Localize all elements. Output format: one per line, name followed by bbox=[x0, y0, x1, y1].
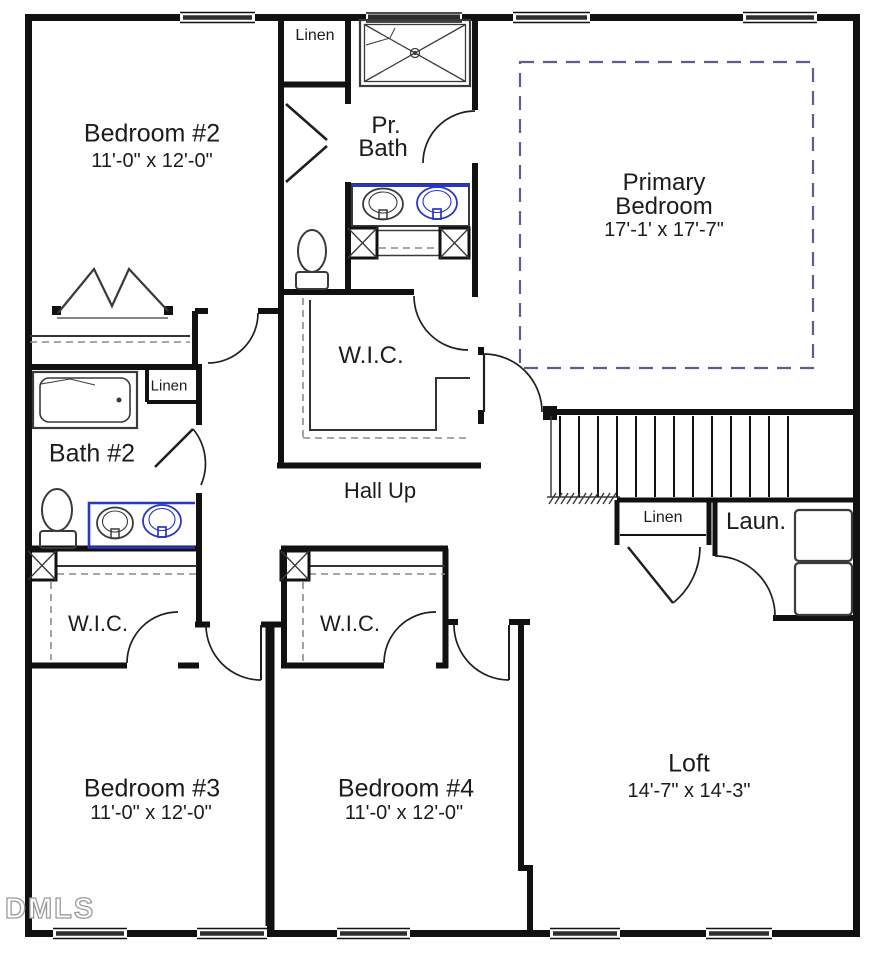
bath2-vanity bbox=[87, 501, 195, 549]
primary-bedroom-tray-outline bbox=[518, 60, 815, 370]
room-label-loft: Loft bbox=[668, 749, 710, 778]
sink-right bbox=[416, 186, 458, 220]
dmls-watermark: DMLS bbox=[4, 892, 96, 925]
room-label-bedroom4: Bedroom #4 bbox=[337, 774, 475, 803]
room-label-bedroom2: Bedroom #2 bbox=[83, 119, 221, 148]
room-label-hall-up: Hall Up bbox=[343, 478, 417, 503]
window-bottom-bedroom3-1 bbox=[53, 926, 127, 941]
bathtub bbox=[31, 370, 139, 430]
door-jambs bbox=[52, 306, 557, 420]
room-dims-loft: 14'-7" x 14'-3" bbox=[627, 780, 751, 802]
wic-primary-shelving bbox=[302, 298, 470, 439]
shower bbox=[358, 18, 472, 88]
wic-middle-shelving bbox=[279, 549, 445, 662]
room-dims-bedroom2: 11'-0" x 12'-0" bbox=[91, 150, 213, 172]
room-label-laundry: Laun. bbox=[725, 508, 787, 535]
room-label-wic-middle: W.I.C. bbox=[320, 611, 380, 636]
window-top-bedroom2 bbox=[180, 10, 255, 25]
window-top-primary-1 bbox=[513, 10, 590, 25]
window-bottom-loft-1 bbox=[550, 926, 620, 941]
closet-label-linen-top: Linen bbox=[295, 27, 335, 44]
room-label-primary-line2: Bedroom bbox=[615, 193, 713, 220]
windows bbox=[53, 10, 817, 941]
bedroom2-closet bbox=[30, 266, 190, 343]
primary-vanity bbox=[351, 183, 470, 227]
window-bottom-bedroom4 bbox=[337, 926, 410, 941]
window-top-shower bbox=[366, 11, 462, 24]
doors bbox=[126, 103, 776, 681]
window-bottom-loft-2 bbox=[706, 926, 772, 941]
room-label-bath2: Bath #2 bbox=[48, 439, 136, 468]
room-dims-bedroom3: 11'-0" x 12'-0" bbox=[90, 802, 212, 824]
primary-bath-cabinets bbox=[346, 226, 471, 260]
room-label-bedroom3: Bedroom #3 bbox=[83, 774, 221, 803]
sink-right bbox=[142, 504, 182, 538]
room-dims-primary: 17'-1' x 17'-7" bbox=[604, 219, 724, 241]
window-bottom-bedroom3-2 bbox=[197, 926, 267, 941]
stair-railing-hatch bbox=[548, 492, 617, 505]
window-top-primary-2 bbox=[743, 10, 817, 25]
room-label-wic-primary: W.I.C. bbox=[338, 342, 404, 369]
sink-left bbox=[362, 187, 404, 221]
wic-left-shelving bbox=[26, 549, 197, 660]
primary-toilet bbox=[295, 229, 329, 290]
room-label-primary-line1: Primary bbox=[622, 169, 706, 196]
sink-left bbox=[96, 506, 134, 540]
room-label-pr-bath-line1: Pr. bbox=[371, 112, 401, 139]
room-label-wic-left: W.I.C. bbox=[68, 611, 128, 636]
stairs bbox=[547, 416, 789, 505]
closet-label-linen-hall: Linen bbox=[643, 509, 683, 526]
room-dims-bedroom4: 11'-0' x 12'-0" bbox=[344, 802, 464, 824]
washer-dryer bbox=[793, 508, 854, 617]
closet-label-linen-bath2: Linen bbox=[150, 377, 188, 395]
room-label-pr-bath-line2: Bath bbox=[358, 135, 408, 162]
bath2-toilet bbox=[39, 488, 77, 549]
